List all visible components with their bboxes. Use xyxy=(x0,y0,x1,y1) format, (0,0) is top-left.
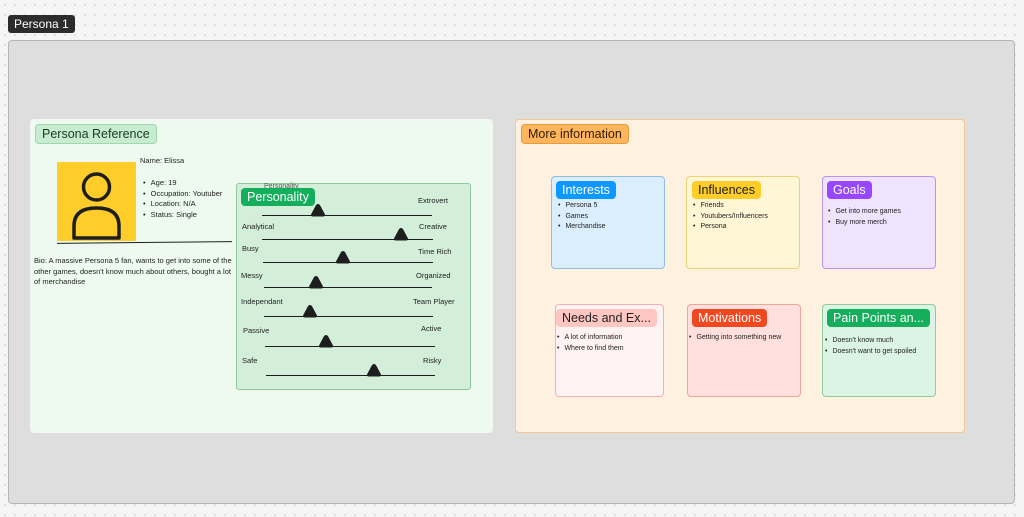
card-influences-title[interactable]: Influences xyxy=(692,181,761,199)
trait-right: Team Player xyxy=(413,297,455,306)
trait-right: Extrovert xyxy=(418,196,449,205)
trait-left: Safe xyxy=(242,356,258,365)
trait-left: Messy xyxy=(241,271,263,280)
trait-right: Risky xyxy=(423,356,442,365)
slider-knob[interactable] xyxy=(366,363,382,377)
list-item: Merchandise xyxy=(558,222,605,233)
list-item: Doesn't know much xyxy=(825,336,916,347)
card-motivations-title[interactable]: Motivations xyxy=(692,309,768,327)
persona-reference-label[interactable]: Persona Reference xyxy=(35,124,157,144)
slider-knob[interactable] xyxy=(393,227,409,241)
personality-label[interactable]: Personality xyxy=(241,188,315,206)
trait-left: Passive xyxy=(243,326,270,335)
persona-details-list: Age: 19 Occupation: Youtuber Location: N… xyxy=(143,178,223,221)
slider-track[interactable] xyxy=(262,215,432,216)
card-needs-list: A lot of information Where to find them xyxy=(557,333,624,355)
slider-track[interactable] xyxy=(264,287,432,288)
list-item: Persona xyxy=(693,222,768,233)
detail-occupation: Occupation: Youtuber xyxy=(143,189,223,200)
trait-right: Active xyxy=(421,324,442,333)
persona-bio: Bio: A massive Persona 5 fan, wants to g… xyxy=(34,256,232,286)
detail-status: Status: Single xyxy=(143,210,222,221)
slider-knob[interactable] xyxy=(318,334,334,348)
persona-name: Name: Elissa xyxy=(140,156,185,165)
frame-title[interactable]: Persona 1 xyxy=(8,15,75,33)
list-item: Persona 5 xyxy=(558,201,606,212)
slider-knob[interactable] xyxy=(308,275,324,289)
card-influences-list: Friends Youtubers/Influencers Persona xyxy=(693,201,768,233)
card-pain-points-title[interactable]: Pain Points an... xyxy=(827,309,930,327)
trait-left: Analytical xyxy=(242,222,275,231)
list-item: Get into more games xyxy=(828,207,900,218)
list-item: Doesn't want to get spoiled xyxy=(825,347,916,358)
list-item: Friends xyxy=(693,201,768,212)
trait-right: Time Rich xyxy=(418,247,452,256)
card-interests-title[interactable]: Interests xyxy=(556,181,616,199)
person-silhouette-icon xyxy=(72,172,121,240)
card-needs-title[interactable]: Needs and Ex... xyxy=(556,309,657,327)
slider-knob[interactable] xyxy=(310,203,326,217)
card-goals-list: Get into more games Buy more merch xyxy=(828,207,901,229)
personality-panel[interactable] xyxy=(236,183,471,390)
trait-left: Busy xyxy=(242,244,259,253)
personality-ghost-label: Personality xyxy=(264,183,299,190)
avatar[interactable] xyxy=(57,162,136,241)
list-item: Buy more merch xyxy=(828,218,901,229)
list-item: Where to find them xyxy=(557,344,623,355)
card-interests-list: Persona 5 Games Merchandise xyxy=(558,201,606,233)
card-pain-points-list: Doesn't know much Doesn't want to get sp… xyxy=(825,336,916,357)
slider-track[interactable] xyxy=(266,375,435,376)
trait-right: Organized xyxy=(416,271,451,280)
list-item: A lot of information xyxy=(557,333,624,344)
more-information-label[interactable]: More information xyxy=(521,124,629,144)
list-item: Youtubers/Influencers xyxy=(693,212,767,223)
slider-track[interactable] xyxy=(264,316,433,317)
slider-knob[interactable] xyxy=(335,250,351,264)
slider-track[interactable] xyxy=(262,239,433,240)
detail-age: Age: 19 xyxy=(143,178,222,189)
slider-knob[interactable] xyxy=(302,304,318,318)
slider-track[interactable] xyxy=(265,346,435,347)
list-item: Getting into something new xyxy=(689,333,781,344)
list-item: Games xyxy=(558,212,606,223)
card-goals-title[interactable]: Goals xyxy=(827,181,872,199)
card-motivations-list: Getting into something new xyxy=(689,333,781,344)
trait-left: Independant xyxy=(241,297,283,306)
trait-right: Creative xyxy=(419,222,447,231)
detail-location: Location: N/A xyxy=(143,199,222,210)
